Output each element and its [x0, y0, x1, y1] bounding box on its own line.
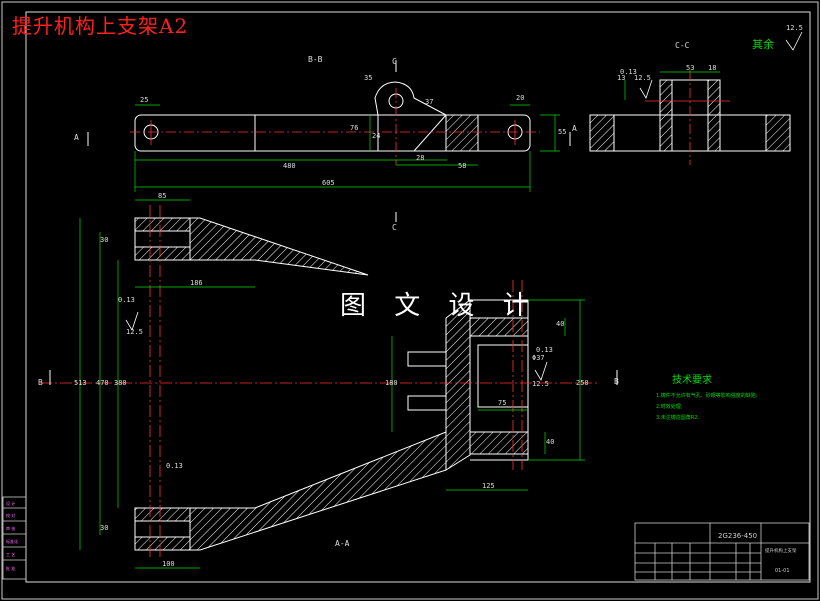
- watermark-overlay: 图 文 设 计: [340, 291, 539, 321]
- side-table-5: 工 艺: [6, 552, 15, 557]
- aa-right-body: [445, 299, 471, 471]
- drawing-number: 2G236-450: [718, 532, 757, 540]
- dim-13: 13: [617, 74, 625, 82]
- dim-58: 58: [458, 162, 466, 170]
- tech-req-heading: 技术要求: [672, 373, 712, 386]
- side-table-6: 批 准: [6, 565, 15, 571]
- tolerance-1: 0.13: [118, 296, 135, 304]
- part-name: 提升机构上支架: [765, 547, 797, 554]
- roughness-2: 12.5: [532, 380, 549, 388]
- section-mark-c-bottom: C: [392, 223, 397, 232]
- title-block: [634, 522, 810, 581]
- surface-note: 其余: [752, 37, 774, 51]
- dim-55: 55: [558, 128, 566, 136]
- drawing-code: 01-01: [775, 568, 790, 574]
- section-mark-c-top: C: [392, 57, 397, 66]
- bb-hatched-block: [445, 114, 479, 152]
- section-mark-a-left: A: [74, 133, 79, 142]
- dim-100: 100: [162, 560, 175, 568]
- cc-lug-left: [659, 79, 673, 152]
- dim-125: 125: [482, 482, 495, 490]
- dim-513: 513: [74, 379, 87, 387]
- aa-top-arm: [189, 217, 369, 276]
- tolerance-2: 0.13: [536, 346, 553, 354]
- dim-30-top: 30: [100, 236, 108, 244]
- side-table-4: 标准化: [6, 538, 18, 544]
- dim-40-bottom: 40: [546, 438, 554, 446]
- side-table-1: 设 计: [6, 500, 15, 506]
- cc-view-label: C-C: [675, 41, 690, 50]
- view-cc: [589, 79, 791, 152]
- cc-left-hatch: [589, 114, 615, 152]
- drawing-title: 提升机构上支架A2: [12, 14, 189, 38]
- roughness-1: 12.5: [126, 328, 143, 336]
- section-mark-b-right: B: [614, 377, 619, 386]
- tolerance-3: 0.13: [166, 462, 183, 470]
- tech-req-line2: 2.时效处理;: [656, 403, 683, 410]
- dim-40-top: 40: [556, 320, 564, 328]
- cc-lug-right: [707, 79, 721, 152]
- cc-right-hatch: [765, 114, 791, 152]
- dim-470: 470: [96, 379, 109, 387]
- dim-250: 250: [576, 379, 589, 387]
- tolerance-4: 0.13: [620, 68, 637, 76]
- inner-frame: [25, 11, 811, 583]
- aa-view-label: A-A: [335, 539, 350, 548]
- dim-605: 605: [322, 179, 335, 187]
- view-bb: [134, 81, 531, 152]
- bb-view-label: B-B: [308, 55, 323, 64]
- dim-480: 480: [283, 162, 296, 170]
- dim-180: 180: [385, 379, 398, 387]
- dim-85: 85: [158, 192, 166, 200]
- dim-25: 25: [140, 96, 148, 104]
- dim-24: 24: [372, 132, 380, 140]
- dim-18: 18: [708, 64, 716, 72]
- aa-bottom-arm: [189, 431, 447, 551]
- dim-35: 35: [364, 74, 372, 82]
- dim-phi37: Φ37: [532, 354, 545, 362]
- side-table: [2, 496, 27, 580]
- section-mark-b-left: B: [38, 378, 43, 387]
- dim-30-bottom: 30: [100, 524, 108, 532]
- side-table-3: 审 核: [6, 525, 15, 531]
- roughness-4: 12.5: [786, 24, 803, 32]
- tech-req-line3: 3.未注铸造圆角R2.: [656, 414, 699, 421]
- roughness-3: 12.5: [634, 74, 651, 82]
- dim-37: 37: [425, 98, 433, 106]
- dim-380: 380: [114, 379, 127, 387]
- dim-20: 20: [516, 94, 524, 102]
- dim-28: 28: [416, 154, 424, 162]
- dim-186: 186: [190, 279, 203, 287]
- view-aa: [134, 217, 529, 551]
- side-table-2: 校 对: [6, 512, 15, 518]
- dim-75: 75: [498, 399, 506, 407]
- dim-53: 53: [686, 64, 694, 72]
- dim-76: 76: [350, 124, 358, 132]
- tech-req-line1: 1.铸件不允许有气孔、砂眼等影响强度的缺陷;: [656, 392, 758, 399]
- section-mark-a-right: A: [572, 124, 577, 133]
